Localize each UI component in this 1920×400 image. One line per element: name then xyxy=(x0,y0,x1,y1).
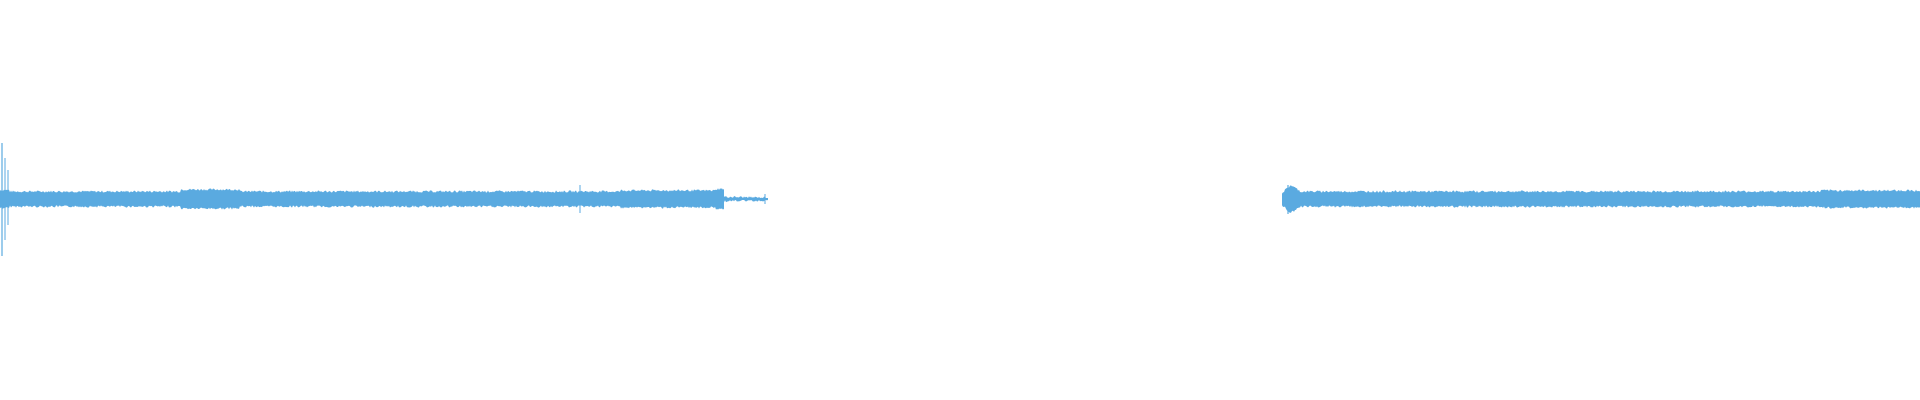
waveform-envelope xyxy=(0,188,724,210)
audio-clip-2-waveform[interactable] xyxy=(1282,185,1920,214)
audio-clip-1-waveform[interactable] xyxy=(0,143,724,256)
waveform-tail-envelope xyxy=(724,195,768,203)
audio-clip-1-tail xyxy=(724,194,768,204)
waveform-envelope xyxy=(1282,185,1920,213)
